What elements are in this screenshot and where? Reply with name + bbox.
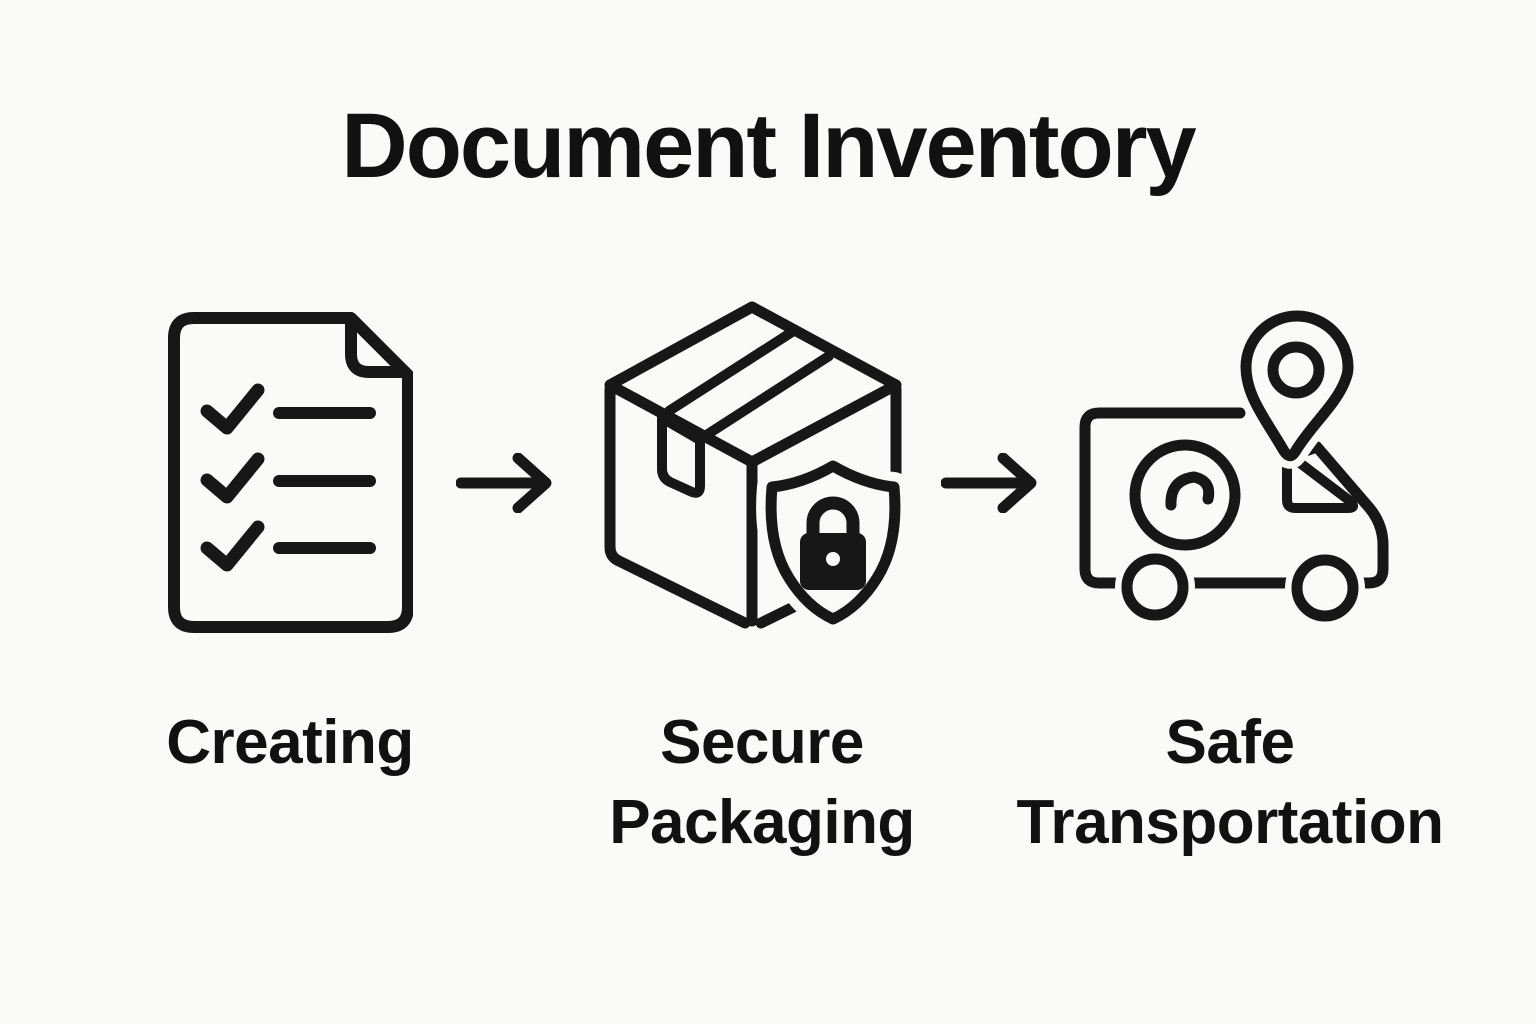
pin-outline <box>1240 310 1354 462</box>
padlock-shackle <box>806 496 860 542</box>
right-arrow-icon <box>456 453 552 513</box>
document-outline <box>168 312 413 633</box>
right-arrow-icon <box>941 453 1037 513</box>
document-checklist-icon <box>168 312 413 633</box>
tape-flap <box>657 413 705 498</box>
padlock-keyhole <box>826 552 840 566</box>
padlock-icon <box>800 496 866 590</box>
box-left-face <box>604 383 751 629</box>
package-box-shield-lock-icon <box>604 301 910 634</box>
checklist-rows <box>200 383 376 572</box>
truck-outline <box>1079 407 1389 589</box>
box-top-face <box>604 301 902 468</box>
speed-emblem-circle <box>1129 439 1241 551</box>
checkmark-icon <box>200 520 265 572</box>
truck-body <box>1079 407 1389 589</box>
wheel-icon <box>1291 554 1359 622</box>
wheel-icon <box>1121 553 1189 621</box>
step-label-safe-transportation: Safe Transportation <box>1016 708 1444 857</box>
diagram-title: Document Inventory <box>341 95 1196 197</box>
shield-icon <box>756 451 910 634</box>
tape-line <box>703 351 834 439</box>
shield-outline <box>765 460 901 625</box>
document-fold-corner <box>345 314 411 378</box>
checkmark-icon <box>200 452 265 504</box>
delivery-truck-location-pin-icon <box>1079 308 1389 628</box>
checkmark-icon <box>200 383 265 435</box>
step-label-creating: Creating <box>166 708 414 777</box>
tape-line <box>664 327 797 416</box>
truck-wheels <box>1115 547 1365 628</box>
speed-emblem-swoosh <box>1165 471 1215 511</box>
pin-center-dot <box>1267 341 1325 399</box>
step-label-secure-packaging: Secure Packaging <box>609 708 915 857</box>
package-box <box>604 301 902 629</box>
location-pin-icon <box>1233 308 1361 469</box>
